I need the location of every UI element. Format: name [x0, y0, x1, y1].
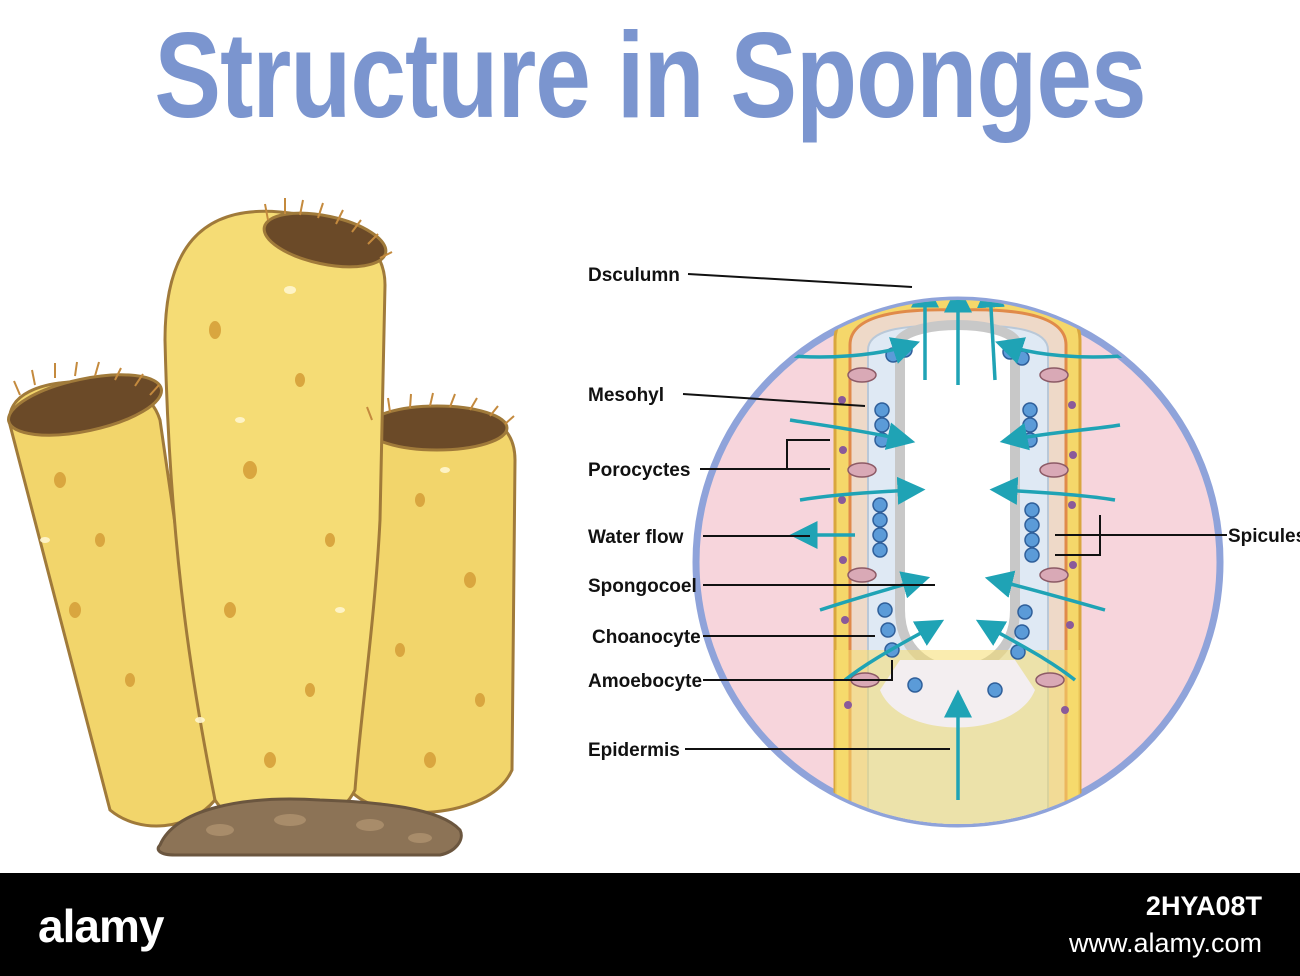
cross-section	[692, 296, 1224, 828]
site-link[interactable]: www.alamy.com	[1068, 928, 1262, 958]
page-title: Structure in Sponges	[154, 7, 1146, 144]
label-epidermis: Epidermis	[588, 740, 680, 761]
diagram-labels: Dsculumn Mesohyl Porocyctes Water flow S…	[588, 265, 1300, 761]
label-water-flow: Water flow	[588, 527, 684, 548]
sponge-illustration	[7, 198, 517, 857]
label-osculum: Dsculumn	[588, 265, 680, 286]
image-code: 2HYA08T	[1145, 891, 1262, 921]
label-spongocoel: Spongocoel	[588, 576, 697, 597]
label-choanocyte: Choanocyte	[592, 627, 701, 648]
leader-lines	[682, 273, 1227, 750]
sponge-diagram: Dsculumn Mesohyl Porocyctes Water flow S…	[7, 198, 1300, 857]
label-porocytes: Porocyctes	[588, 460, 690, 481]
watermark-footer: alamy 2HYA08T www.alamy.com	[0, 873, 1300, 976]
footer-meta: 2HYA08T www.alamy.com	[1069, 891, 1262, 959]
label-spicules: Spicules	[1228, 526, 1300, 547]
label-mesohyl: Mesohyl	[588, 385, 664, 406]
label-amoebocyte: Amoebocyte	[588, 671, 702, 692]
brand-logo: alamy	[38, 900, 164, 952]
